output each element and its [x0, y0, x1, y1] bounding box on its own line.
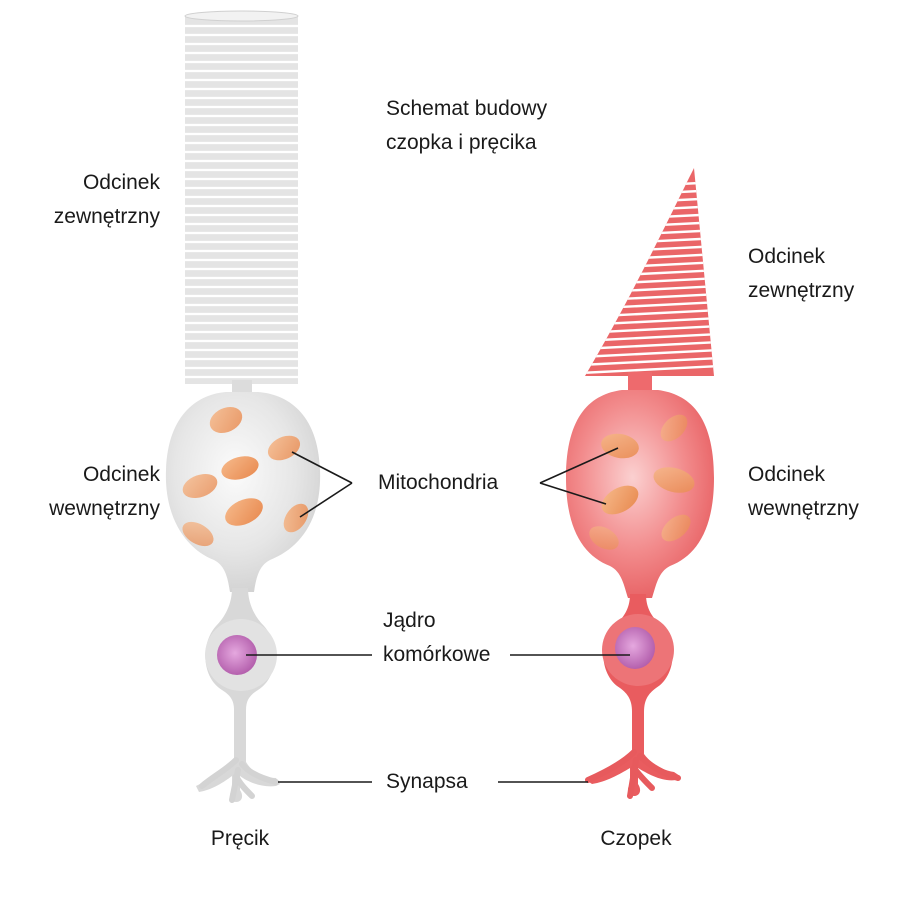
cone-synapse-terminal — [585, 749, 681, 799]
rod-outer-segment-label: Odcinek zewnętrzny — [53, 171, 160, 228]
rod-name-label: Pręcik — [210, 827, 270, 850]
title-line-1: Schemat budowy — [386, 97, 548, 120]
nucleus-label: Jądro komórkowe — [383, 609, 491, 666]
cone-outer-segment — [585, 168, 714, 376]
diagram-title: Schemat budowy czopka i pręcika — [386, 92, 547, 160]
rod-inner-segment-label: Odcinek wewnętrzny — [49, 463, 160, 520]
title-line-2: czopka i pręcika — [386, 131, 537, 154]
cone-name-label: Czopek — [600, 827, 672, 850]
cone-inner-segment — [566, 390, 714, 598]
rod-outer-segment — [184, 10, 299, 384]
rod-cell — [165, 10, 321, 803]
cone-inner-segment-label: Odcinek wewnętrzny — [748, 463, 859, 520]
rod-nucleus — [217, 635, 257, 675]
synapse-label: Synapsa — [386, 770, 468, 793]
mitochondria-label: Mitochondria — [378, 471, 499, 494]
cone-mitochondria — [589, 414, 695, 550]
leader-lines — [246, 447, 630, 783]
rod-synapse-terminal — [199, 757, 279, 803]
cone-nucleus — [615, 627, 655, 669]
cone-outer-segment-label: Odcinek zewnętrzny — [748, 245, 855, 302]
rod-mitochondria — [182, 406, 309, 547]
cone-cell — [566, 168, 714, 799]
